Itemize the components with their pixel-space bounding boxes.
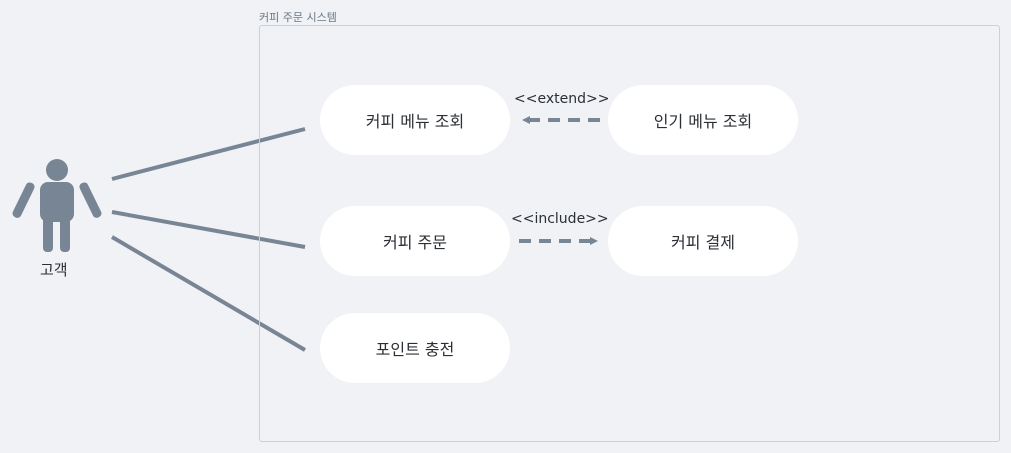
usecase-menu-lookup: 커피 메뉴 조회 <box>320 85 510 155</box>
include-label: <<include>> <box>511 211 609 227</box>
system-boundary <box>259 25 1000 442</box>
person-icon <box>12 159 102 252</box>
usecase-order: 커피 주문 <box>320 206 510 276</box>
usecase-popular-menu: 인기 메뉴 조회 <box>608 85 798 155</box>
usecase-points: 포인트 충전 <box>320 313 510 383</box>
association-menu-lookup <box>111 127 306 181</box>
association-order <box>111 210 306 249</box>
extend-label: <<extend>> <box>514 91 610 107</box>
association-points <box>110 235 307 352</box>
usecase-payment: 커피 결제 <box>608 206 798 276</box>
actor-label: 고객 <box>40 261 68 279</box>
system-label: 커피 주문 시스템 <box>259 11 337 24</box>
